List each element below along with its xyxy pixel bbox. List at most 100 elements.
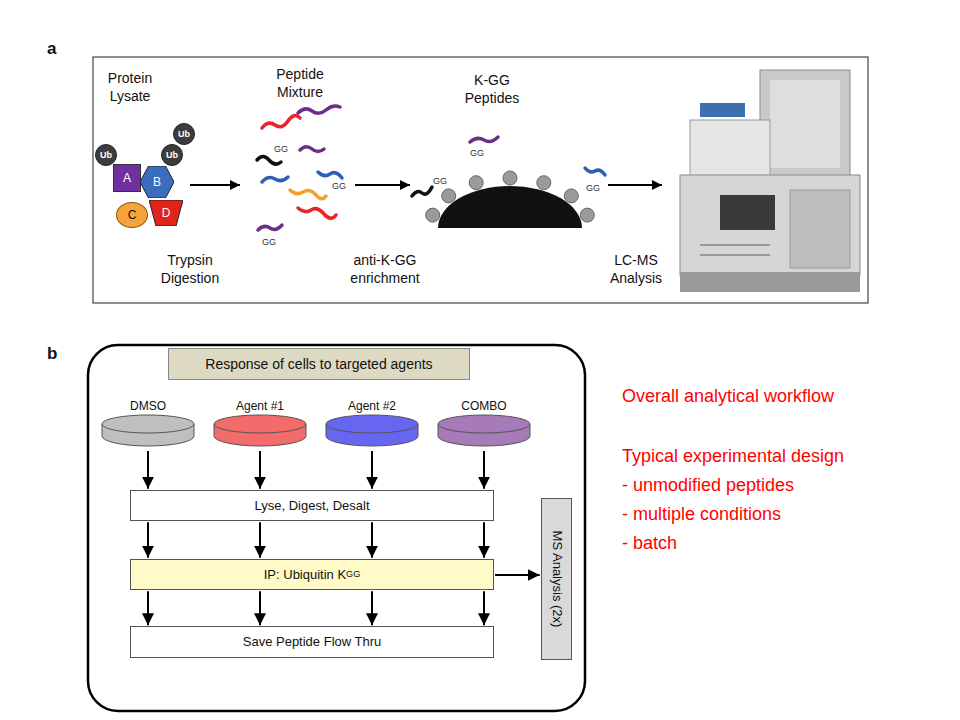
instrument-door <box>790 190 850 268</box>
flow-arrow <box>259 591 261 625</box>
peptide <box>412 187 432 196</box>
instrument-window <box>720 195 775 230</box>
node-text: IP: Ubiquitin K <box>264 567 346 583</box>
protein-shape: D <box>149 200 183 226</box>
modification-tag: GG <box>262 237 276 249</box>
node-text: MS Analysis (2x) <box>549 531 565 628</box>
panel-letter: a <box>47 38 56 60</box>
culture-dish: Agent #2 <box>322 398 422 450</box>
peptide <box>257 157 281 165</box>
modification-tag: GG <box>470 148 484 160</box>
ubiquitin-circle: Ub <box>95 144 117 166</box>
flow-arrow <box>371 591 373 625</box>
process-box: Save Peptide Flow Thru <box>130 626 494 658</box>
shape-fill <box>149 200 183 226</box>
antibody <box>469 176 483 190</box>
note-text: - batch <box>622 532 677 555</box>
note-text: - unmodified peptides <box>622 474 794 497</box>
flow-arrow <box>371 522 373 557</box>
condition-label: Agent #1 <box>236 398 284 414</box>
culture-dish: Agent #1 <box>210 398 310 450</box>
ubiquitin-circle: Ub <box>161 144 183 166</box>
protein-shape: A <box>113 164 141 192</box>
protein-shape: B <box>140 166 174 198</box>
flow-arrow <box>259 522 261 557</box>
step-label: anti-K-GG enrichment <box>337 252 433 288</box>
node-text: B <box>153 175 161 189</box>
peptide <box>585 168 605 175</box>
flow-arrow <box>147 591 149 625</box>
antibody <box>442 189 456 203</box>
step-label: Peptide Mixture <box>262 66 338 102</box>
process-box: IP: Ubiquitin KGG <box>130 559 494 591</box>
node-text: C <box>128 208 137 222</box>
step-arrow <box>190 184 240 186</box>
node-text: Ub <box>100 150 112 161</box>
note-text: Overall analytical workflow <box>622 385 834 408</box>
modification-tag: GG <box>586 183 600 195</box>
bead <box>438 186 582 228</box>
step-label: Trypsin Digestion <box>150 252 230 288</box>
flow-arrow <box>483 522 485 557</box>
flow-arrow <box>147 451 149 489</box>
dish-top <box>102 415 194 433</box>
superscript-text: GG <box>346 569 360 580</box>
node-text: Lyse, Digest, Desalt <box>254 498 369 514</box>
condition-label: Agent #2 <box>348 398 396 414</box>
peptide <box>298 208 336 218</box>
culture-dish: DMSO <box>98 398 198 450</box>
peptide <box>300 147 324 152</box>
flow-arrow <box>495 574 540 576</box>
dish-drawing <box>210 414 310 450</box>
peptide <box>470 137 498 142</box>
peptide <box>318 172 342 178</box>
panel-frame <box>93 57 868 303</box>
antibody <box>426 208 440 222</box>
ubiquitin-circle: Ub <box>173 123 195 145</box>
instrument-stripe <box>700 103 745 117</box>
step-arrow <box>608 184 662 186</box>
modification-tag: GG <box>433 176 447 188</box>
node-text: Ub <box>178 129 190 140</box>
modification-tag: GG <box>332 181 346 193</box>
instrument-base <box>680 272 860 292</box>
node-text: Ub <box>166 150 178 161</box>
panel-letter: b <box>47 343 57 365</box>
dish-top <box>438 415 530 433</box>
heading-box: Response of cells to targeted agents <box>168 348 470 381</box>
flow-arrow <box>483 451 485 489</box>
peptide <box>290 190 326 199</box>
note-text: - multiple conditions <box>622 503 781 526</box>
node-text: D <box>162 206 171 220</box>
protein-shape: C <box>116 202 148 228</box>
flow-arrow <box>371 451 373 489</box>
flow-arrow <box>147 522 149 557</box>
note-text: Typical experimental design <box>622 445 844 468</box>
instrument-lines <box>700 245 770 255</box>
analysis-box: MS Analysis (2x) <box>541 498 573 660</box>
instrument-panel <box>770 80 840 168</box>
panel-frame <box>88 345 585 711</box>
shape-fill <box>140 166 174 198</box>
antibody <box>537 176 551 190</box>
process-box: Lyse, Digest, Desalt <box>130 490 494 522</box>
node-text: Save Peptide Flow Thru <box>243 634 382 650</box>
antibody <box>503 171 517 185</box>
dish-drawing <box>98 414 198 450</box>
instrument-source <box>690 120 770 178</box>
step-arrow <box>355 184 410 186</box>
antibody <box>580 208 594 222</box>
condition-label: DMSO <box>130 398 166 414</box>
dish-top <box>214 415 306 433</box>
flow-arrow <box>259 451 261 489</box>
peptide <box>298 106 340 113</box>
dish-top <box>326 415 418 433</box>
step-label: Protein Lysate <box>94 70 166 106</box>
instrument-tower <box>760 70 850 178</box>
flow-arrow <box>483 591 485 625</box>
condition-label: COMBO <box>461 398 506 414</box>
dish-drawing <box>322 414 422 450</box>
